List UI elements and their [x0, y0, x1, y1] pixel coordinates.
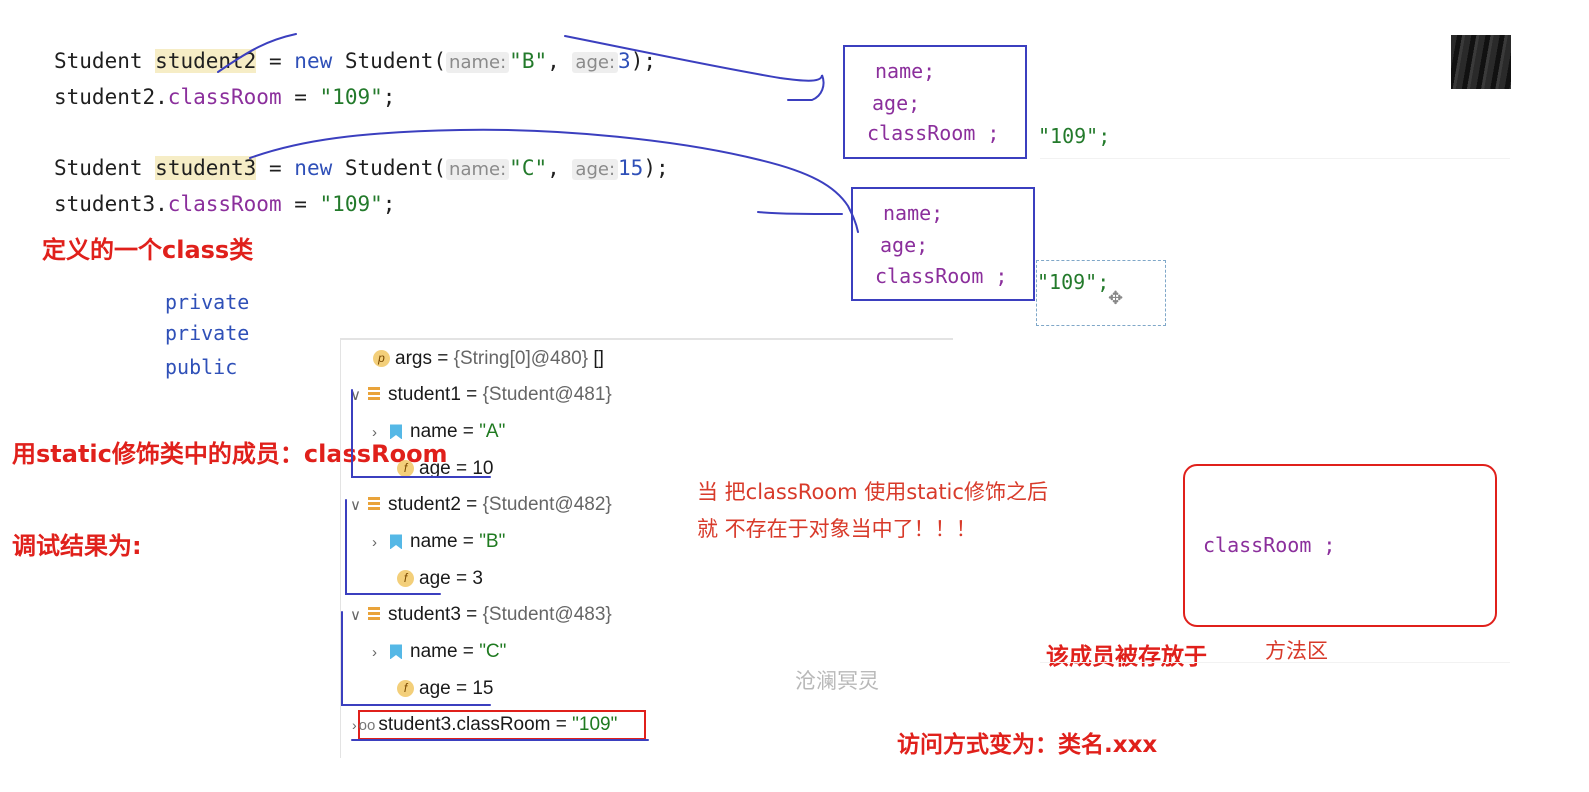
- chevron-right-icon[interactable]: ›: [372, 644, 377, 661]
- object-box-1-value: "109";: [1038, 124, 1111, 148]
- annotation-access-way: 访问方式变为：类名.xxx: [897, 732, 1158, 758]
- debug-row-student1-name[interactable]: ›name = "A": [372, 421, 506, 442]
- param-hint-age: age:: [572, 159, 619, 180]
- debugger-left-border: [340, 338, 341, 758]
- move-icon[interactable]: ✥: [1108, 288, 1124, 309]
- chevron-down-icon[interactable]: ∨: [350, 497, 361, 514]
- field-flag-icon: [390, 534, 402, 550]
- object-box-2-value: "109";: [1037, 270, 1110, 294]
- annotation-method-area: 方法区: [1265, 639, 1328, 663]
- code-line-student2-classroom: student2.classRoom = "109";: [54, 85, 396, 109]
- object-box-2-age: age;: [880, 233, 929, 257]
- method-area-box: [1183, 464, 1497, 627]
- variable-icon: [368, 497, 380, 513]
- object-box-student2: [843, 45, 1027, 159]
- parameter-icon: p: [373, 350, 390, 368]
- param-hint-name: name:: [446, 52, 510, 73]
- debug-row-student2-name[interactable]: ›name = "B": [372, 531, 506, 552]
- chevron-down-icon[interactable]: ∨: [350, 607, 361, 624]
- watermark-text: 沧澜冥灵: [795, 669, 879, 693]
- annotation-define-class: 定义的一个class类: [42, 236, 254, 264]
- debug-row-student3-name[interactable]: ›name = "C": [372, 641, 507, 662]
- code-line-student3-decl: Student student3 = new Student(name:"C",…: [54, 156, 669, 180]
- code-line-student2-decl: Student student2 = new Student(name:"B",…: [54, 49, 656, 73]
- debugger-top-border: [340, 338, 953, 340]
- annotation-debug-result: 调试结果为:: [12, 532, 142, 560]
- method-area-classroom: classRoom ;: [1203, 533, 1336, 557]
- object-box-2-classroom: classRoom ;: [875, 264, 1008, 288]
- field-icon: f: [397, 460, 414, 478]
- selection-box[interactable]: [1036, 260, 1166, 326]
- note-static-line2: 就 不存在于对象当中了！！！: [697, 517, 977, 541]
- watch-glasses-icon: oo: [358, 717, 376, 734]
- debug-row-student2[interactable]: ∨student2 = {Student@482}: [350, 494, 612, 515]
- object-box-1-age: age;: [872, 91, 921, 115]
- debug-row-student1[interactable]: ∨student1 = {Student@481}: [350, 384, 612, 405]
- object-box-1-name: name;: [875, 59, 936, 83]
- field-icon: f: [397, 570, 414, 588]
- annotation-static-member: 用static修饰类中的成员：classRoom: [12, 440, 448, 468]
- field-flag-icon: [390, 644, 402, 660]
- code-line-student3-classroom: student3.classRoom = "109";: [54, 192, 396, 216]
- param-hint-name: name:: [446, 159, 510, 180]
- thumbnail-image: [1451, 35, 1511, 89]
- note-static-line1: 当 把classRoom 使用static修饰之后: [697, 480, 1048, 504]
- pen-bracket-student1: [351, 389, 491, 478]
- modifier-public: public: [165, 355, 238, 379]
- pen-arrow-student3: [249, 128, 859, 233]
- chevron-right-icon[interactable]: ›: [372, 424, 377, 441]
- debug-row-student3[interactable]: ∨student3 = {Student@483}: [350, 604, 612, 625]
- modifier-private-2: private: [165, 321, 250, 345]
- variable-icon: [368, 607, 380, 623]
- object-box-1-classroom: classRoom ;: [867, 121, 1000, 145]
- chevron-right-icon[interactable]: ›: [352, 717, 357, 733]
- chevron-right-icon[interactable]: ›: [372, 534, 377, 551]
- object-box-2-name: name;: [883, 201, 944, 225]
- object-box-student3: [851, 187, 1035, 301]
- pen-bracket-student2: [345, 499, 441, 595]
- field-icon: f: [397, 680, 414, 698]
- pen-arrow-student2: [217, 33, 825, 101]
- chevron-down-icon[interactable]: ∨: [350, 387, 361, 404]
- pen-bracket-student3: [341, 611, 491, 706]
- divider: [1040, 662, 1510, 663]
- divider: [1040, 158, 1510, 159]
- annotation-stored-in: 该成员被存放于: [1046, 644, 1207, 670]
- variable-icon: [368, 387, 380, 403]
- field-flag-icon: [390, 424, 402, 440]
- param-hint-age: age:: [572, 52, 619, 73]
- modifier-private-1: private: [165, 290, 250, 314]
